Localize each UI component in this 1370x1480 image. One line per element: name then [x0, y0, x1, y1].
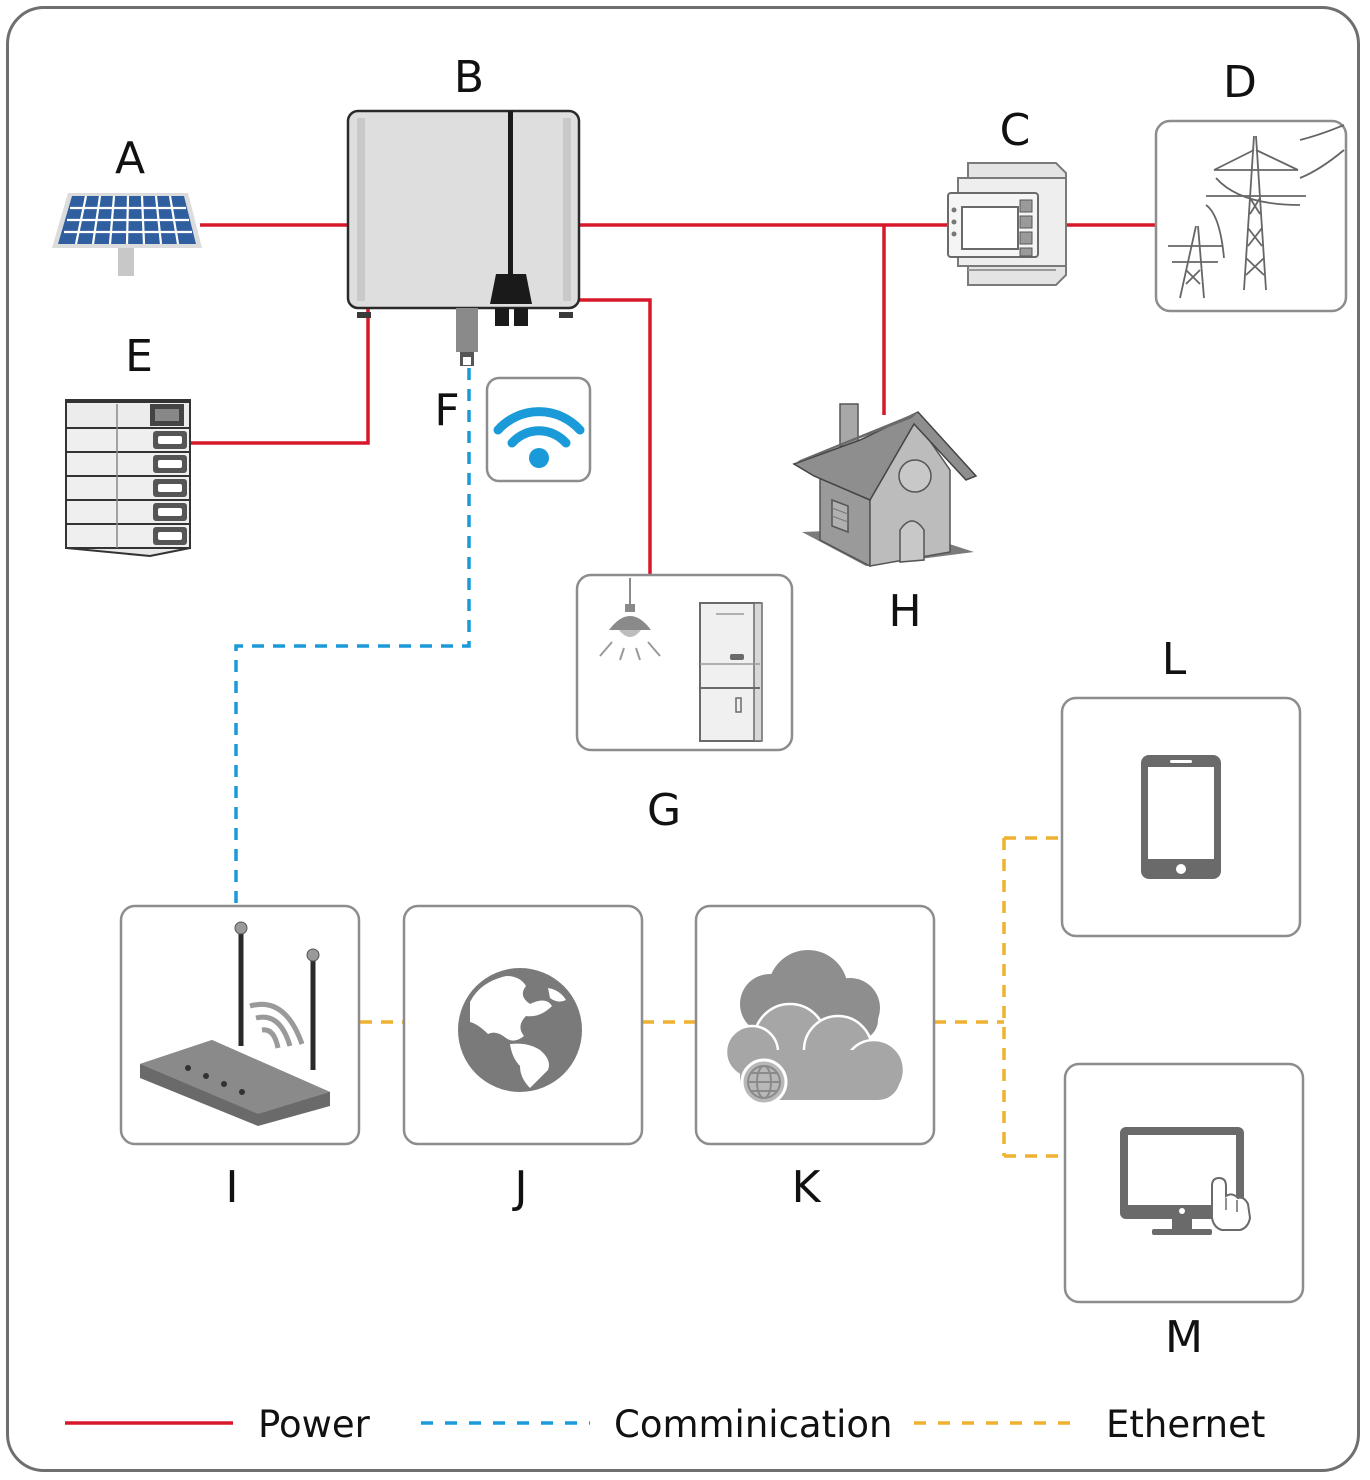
- power-line-b-e: [190, 308, 370, 445]
- label-m: M: [1165, 1312, 1203, 1363]
- globe-icon: [402, 904, 644, 1146]
- legend-power-label: Power: [258, 1403, 371, 1446]
- label-e: E: [125, 331, 153, 382]
- label-a: A: [115, 133, 145, 184]
- smartphone-icon: [1060, 696, 1302, 938]
- label-i: I: [226, 1162, 239, 1213]
- label-b: B: [454, 52, 484, 103]
- label-d: D: [1223, 57, 1257, 108]
- monitor-touch-icon: [1063, 1062, 1305, 1304]
- label-g: G: [647, 785, 681, 836]
- label-k: K: [792, 1162, 822, 1213]
- battery-stack-icon: [65, 399, 191, 558]
- power-lines: [190, 223, 1156, 575]
- device-labels: A B C D E F G H I J K L M: [115, 52, 1257, 1363]
- energy-meter-icon: [947, 162, 1067, 286]
- inverter-icon: [346, 109, 581, 366]
- house-icon: [792, 403, 978, 568]
- legend-ethernet-label: Ethernet: [1106, 1403, 1265, 1446]
- communication-lines: [234, 368, 471, 910]
- solar-panel-icon: [52, 193, 202, 276]
- diagram-frame: [6, 6, 1360, 1472]
- label-j: J: [512, 1162, 528, 1213]
- router-icon: [119, 904, 361, 1146]
- ethernet-lines: [360, 836, 1065, 1158]
- comm-line-f-i: [234, 368, 471, 910]
- power-grid-icon: [1154, 119, 1348, 313]
- household-loads-icon: [575, 573, 794, 752]
- legend-communication-label: Comminication: [614, 1403, 892, 1446]
- label-h: H: [888, 586, 921, 637]
- label-l: L: [1162, 634, 1187, 685]
- power-line-b-g: [578, 298, 652, 575]
- label-f: F: [434, 385, 459, 436]
- legend: Power Comminication Ethernet: [65, 1403, 1265, 1446]
- label-c: C: [1000, 105, 1031, 156]
- cloud-icon: [694, 904, 936, 1146]
- wifi-dongle-icon: [485, 376, 592, 483]
